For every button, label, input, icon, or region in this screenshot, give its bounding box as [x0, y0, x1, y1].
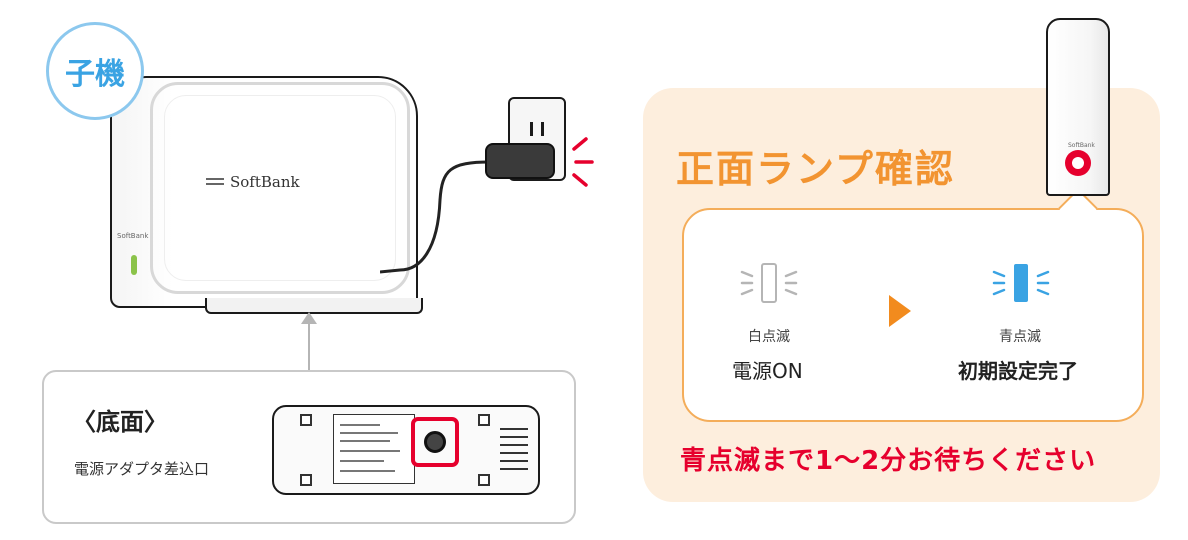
adapter-port-highlight — [411, 417, 459, 467]
red-signal-lines-icon — [572, 137, 594, 187]
vent-line — [500, 436, 528, 438]
foot-pad-top-right — [478, 414, 490, 426]
power-on-label: 電源ON — [732, 359, 803, 383]
power-adapter — [485, 143, 555, 179]
sticker-text-line — [340, 424, 380, 426]
blue-blink-label: 青点滅 — [999, 329, 1041, 345]
sticker-text-line — [340, 432, 398, 434]
station-side-brand: SoftBank — [117, 232, 149, 240]
wait-notice: 青点滅まで1～2分お待ちください — [680, 446, 1097, 476]
foot-pad-top-left — [300, 414, 312, 426]
vent-line — [500, 452, 528, 454]
sticker-text-line — [340, 460, 384, 462]
up-arrow-line — [308, 322, 310, 372]
tower-lamp-center — [1072, 157, 1084, 169]
child-unit-label: 子機 — [65, 57, 125, 92]
sticker-text-line — [340, 440, 390, 442]
base-station-face-inner — [164, 95, 396, 281]
sticker-text-line — [340, 470, 395, 472]
outlet-slot-left — [530, 122, 533, 136]
tower-brand: SoftBank — [1068, 142, 1095, 149]
power-cable — [380, 160, 491, 274]
white-blink-label: 白点滅 — [748, 329, 790, 345]
lamp-check-title: 正面ランプ確認 — [676, 147, 955, 191]
adapter-port-label: 電源アダプタ差込口 — [74, 460, 210, 478]
station-brand: SoftBank — [230, 173, 300, 191]
outlet-slot-right — [541, 122, 544, 136]
led-white-blink-icon — [740, 263, 798, 303]
bottom-view-title: 〈底面〉 — [72, 408, 168, 436]
led-blue-blink-icon — [992, 264, 1050, 302]
base-station-face — [150, 82, 410, 294]
softbank-logo-bars-icon — [206, 178, 224, 185]
sticker-text-line — [340, 450, 400, 452]
vent-line — [500, 468, 528, 470]
triangle-right-icon — [889, 295, 911, 327]
setup-complete-label: 初期設定完了 — [958, 359, 1078, 383]
green-lamp-icon — [131, 255, 137, 275]
lamp-state-box — [682, 208, 1144, 422]
up-arrow-icon — [301, 312, 317, 324]
vent-line — [500, 428, 528, 430]
power-port-icon — [424, 431, 446, 453]
vent-line — [500, 460, 528, 462]
foot-pad-bottom-right — [478, 474, 490, 486]
child-unit-badge: 子機 — [46, 22, 144, 120]
wall-outlet — [508, 97, 566, 181]
vent-line — [500, 444, 528, 446]
foot-pad-bottom-left — [300, 474, 312, 486]
